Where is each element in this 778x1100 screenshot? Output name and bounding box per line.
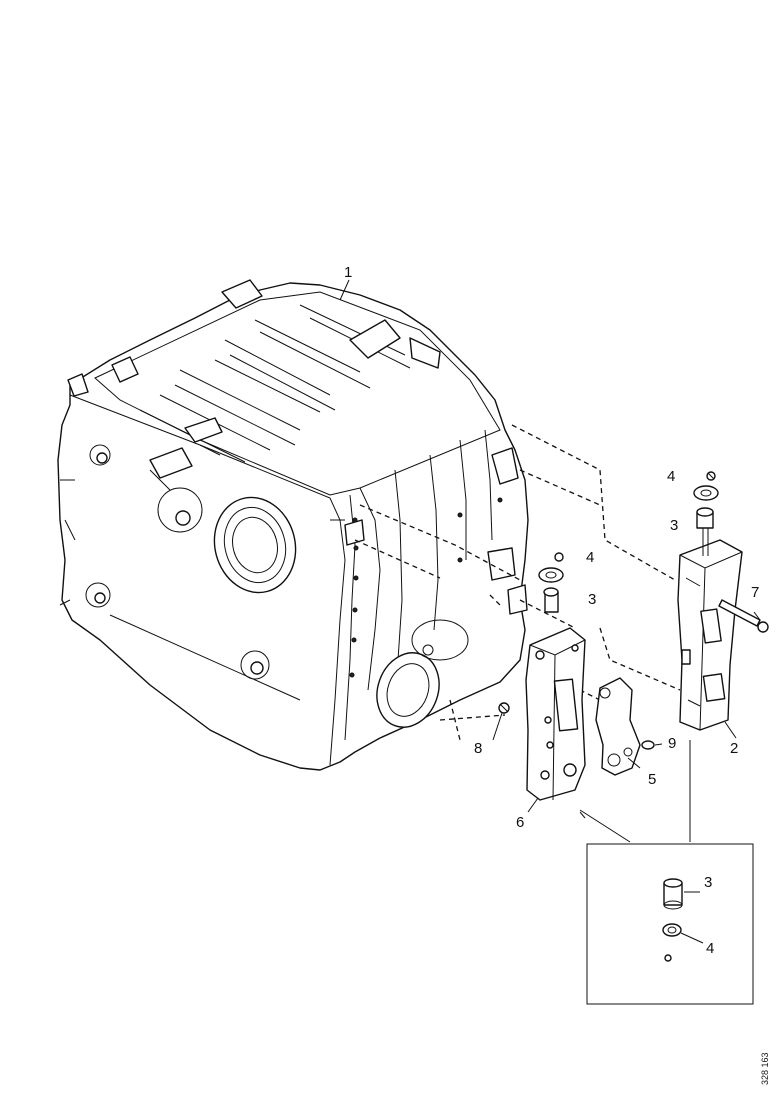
inset-dowel-3 bbox=[663, 878, 683, 910]
inset-detail bbox=[579, 740, 754, 1005]
bracket-part-2 bbox=[677, 539, 743, 731]
top-nut bbox=[706, 471, 716, 481]
callout-7: 7 bbox=[751, 584, 759, 601]
top-dowel-3 bbox=[696, 507, 714, 556]
callout-1: 1 bbox=[344, 264, 352, 281]
callout-3-top: 3 bbox=[670, 517, 678, 534]
reference-code: 328 163 bbox=[760, 1052, 770, 1085]
top-washer-4 bbox=[693, 485, 719, 501]
inset-washer-4 bbox=[662, 923, 682, 937]
bolt-part-8 bbox=[498, 702, 510, 714]
bolt-part-7 bbox=[718, 599, 769, 633]
callout-8: 8 bbox=[474, 740, 482, 757]
callout-4-inset: 4 bbox=[706, 940, 714, 957]
transmission-housing bbox=[57, 279, 529, 771]
leader-lines bbox=[339, 279, 761, 944]
callout-2: 2 bbox=[730, 740, 738, 757]
plate-part-5 bbox=[595, 677, 641, 776]
callout-3-inset: 3 bbox=[704, 874, 712, 891]
callout-9: 9 bbox=[668, 735, 676, 752]
mid-washer-4 bbox=[538, 567, 564, 583]
mount-part-6 bbox=[525, 627, 586, 801]
callout-3-mid: 3 bbox=[588, 591, 596, 608]
flange-bolts bbox=[349, 497, 508, 678]
inset-nut bbox=[664, 954, 672, 962]
nut-part-9 bbox=[641, 740, 655, 750]
mid-nut bbox=[554, 552, 564, 562]
callout-4-top: 4 bbox=[667, 468, 675, 485]
mid-dowel-3 bbox=[543, 587, 559, 613]
callout-labels: 1 4 3 4 3 7 2 9 5 8 6 3 4 bbox=[344, 264, 759, 957]
callout-5: 5 bbox=[648, 771, 656, 788]
callout-6: 6 bbox=[516, 814, 524, 831]
callout-4-mid: 4 bbox=[586, 549, 594, 566]
